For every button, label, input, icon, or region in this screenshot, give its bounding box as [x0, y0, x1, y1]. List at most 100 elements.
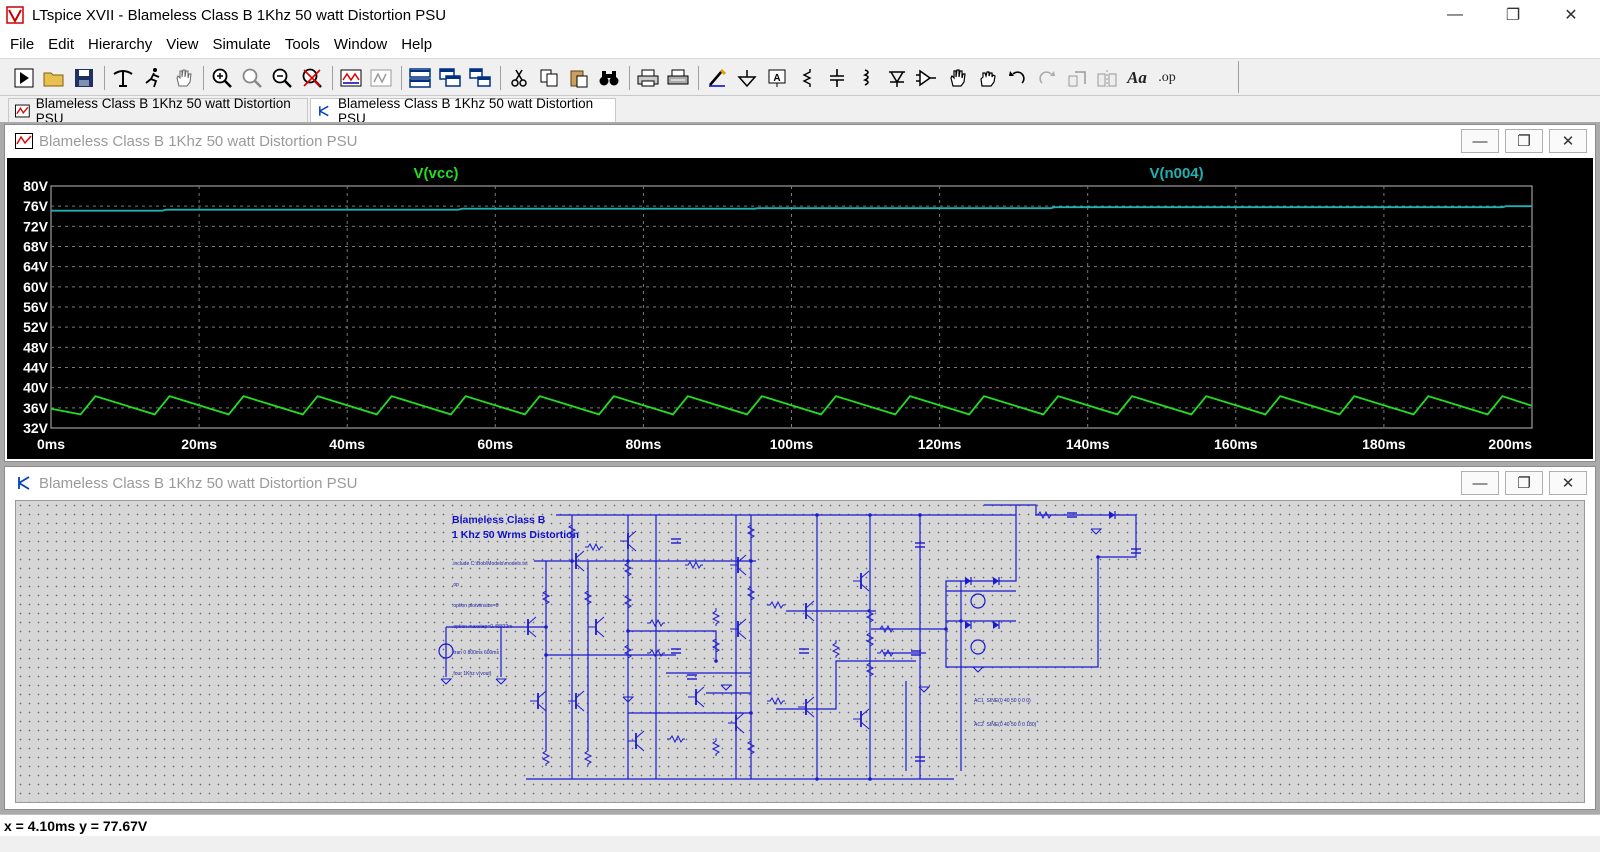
menu-tools[interactable]: Tools [284, 35, 320, 53]
toolbar-end-separator [1238, 61, 1239, 93]
schematic-window: Blameless Class B 1Khz 50 watt Distortio… [4, 466, 1596, 810]
zoom-out-icon[interactable] [238, 64, 266, 92]
waveform-icon[interactable] [367, 64, 395, 92]
transistor-symbol [695, 699, 705, 708]
schematic-close-button[interactable]: ✕ [1549, 471, 1587, 495]
resistor-symbol [667, 734, 685, 744]
spice-directive-icon[interactable]: .op [1158, 70, 1176, 85]
menu-help[interactable]: Help [401, 35, 433, 53]
zoom-fit-icon[interactable] [268, 64, 296, 92]
print-icon[interactable] [634, 64, 662, 92]
source-definitions[interactable]: AC1 SINE(0 40 50 0 0 0) AC2 SINE(0 40 50… [974, 684, 1036, 743]
waveform-minimize-button[interactable]: — [1461, 129, 1499, 153]
schematic-minimize-button[interactable]: — [1461, 471, 1499, 495]
menu-edit[interactable]: Edit [48, 35, 75, 53]
waveform-close-button[interactable]: ✕ [1549, 129, 1587, 153]
resistor-symbol [767, 600, 785, 610]
transistor-symbol [735, 712, 745, 721]
resistor-symbol [865, 660, 875, 678]
move-icon[interactable] [943, 64, 971, 92]
pan-icon[interactable] [169, 64, 197, 92]
capacitor-icon[interactable] [823, 64, 851, 92]
junction-dot [1096, 555, 1100, 559]
x-tick-label: 80ms [625, 436, 661, 452]
component-icon[interactable] [913, 64, 941, 92]
menu-hierarchy[interactable]: Hierarchy [88, 35, 153, 53]
copy-icon[interactable] [535, 64, 563, 92]
menu-file[interactable]: File [10, 35, 35, 53]
text-icon[interactable]: Aa [1127, 68, 1147, 87]
circuit-drawing[interactable] [16, 501, 1586, 803]
label-icon[interactable]: A [763, 64, 791, 92]
drag-icon[interactable] [973, 64, 1001, 92]
ground-symbol [972, 666, 985, 673]
waveform-window-icon [15, 133, 33, 149]
tab-schematic[interactable]: Blameless Class B 1Khz 50 watt Distortio… [310, 96, 616, 126]
schematic-maximize-button[interactable]: ❐ [1505, 471, 1543, 495]
toolbar-separator [401, 66, 402, 90]
mirror-icon[interactable] [1093, 64, 1121, 92]
ground-symbol [918, 686, 931, 693]
resistor-symbol [583, 588, 593, 606]
resistor-symbol [877, 648, 895, 658]
tab-waveform-label: Blameless Class B 1Khz 50 watt Distortio… [35, 95, 291, 126]
cut-icon[interactable] [505, 64, 533, 92]
paste-icon[interactable] [565, 64, 593, 92]
ground-symbol [440, 678, 453, 685]
waveform-window-titlebar[interactable]: Blameless Class B 1Khz 50 watt Distortio… [5, 125, 1595, 157]
menu-simulate[interactable]: Simulate [212, 35, 271, 53]
tile-horizontal-icon[interactable] [406, 64, 434, 92]
zoom-cancel-icon[interactable] [298, 64, 326, 92]
menu-window[interactable]: Window [333, 35, 388, 53]
x-tick-label: 40ms [329, 436, 365, 452]
voltage-source-symbol [438, 643, 454, 659]
junction-dot [570, 559, 574, 563]
find-icon[interactable] [595, 64, 623, 92]
mdi-workspace: Blameless Class B 1Khz 50 watt Distortio… [0, 122, 1600, 826]
undo-icon[interactable] [1003, 64, 1031, 92]
control-panel-icon[interactable] [109, 64, 137, 92]
directive-op: .op [452, 582, 459, 588]
resistor-symbol [567, 522, 577, 540]
diode-icon[interactable] [883, 64, 911, 92]
transistor-symbol [805, 696, 815, 705]
inductor-icon[interactable] [853, 64, 881, 92]
menu-view[interactable]: View [166, 35, 199, 53]
print-preview-icon[interactable] [664, 64, 692, 92]
resistor-icon[interactable] [793, 64, 821, 92]
tab-waveform[interactable]: Blameless Class B 1Khz 50 watt Distortio… [8, 96, 308, 126]
minimize-button[interactable]: — [1447, 6, 1463, 23]
x-tick-label: 0ms [37, 436, 65, 452]
resistor-symbol [541, 748, 551, 766]
restore-button[interactable]: ❐ [1505, 7, 1521, 24]
redo-icon[interactable] [1033, 64, 1061, 92]
wire-icon[interactable] [703, 64, 731, 92]
rotate-icon[interactable] [1063, 64, 1091, 92]
zoom-in-icon[interactable] [208, 64, 236, 92]
ground-icon[interactable] [733, 64, 761, 92]
cascade-icon[interactable] [466, 64, 494, 92]
open-icon[interactable] [40, 64, 68, 92]
run-icon[interactable] [10, 64, 38, 92]
save-icon[interactable] [70, 64, 98, 92]
autorange-icon[interactable] [337, 64, 365, 92]
x-tick-label: 20ms [181, 436, 217, 452]
resistor-symbol [877, 624, 895, 634]
source-ac1: AC1 SINE(0 40 50 0 0 0) [974, 698, 1031, 704]
waveform-maximize-button[interactable]: ❐ [1505, 129, 1543, 153]
transistor-symbol [805, 613, 815, 622]
svg-text:A: A [773, 73, 780, 84]
halt-icon[interactable] [139, 64, 167, 92]
resistor-symbol [585, 542, 603, 552]
schematic-window-titlebar[interactable]: Blameless Class B 1Khz 50 watt Distortio… [5, 467, 1595, 499]
voltage-source-symbol [970, 639, 986, 655]
schematic-canvas[interactable]: Blameless Class B 1 Khz 50 Wrms Distorti… [15, 500, 1585, 803]
junction-dot [714, 659, 718, 663]
tile-vertical-icon[interactable] [436, 64, 464, 92]
legend-label-0: V(vcc) [414, 165, 459, 182]
close-button[interactable]: ✕ [1564, 7, 1578, 24]
toolbar-separator [104, 66, 105, 90]
transistor-symbol [860, 721, 870, 730]
